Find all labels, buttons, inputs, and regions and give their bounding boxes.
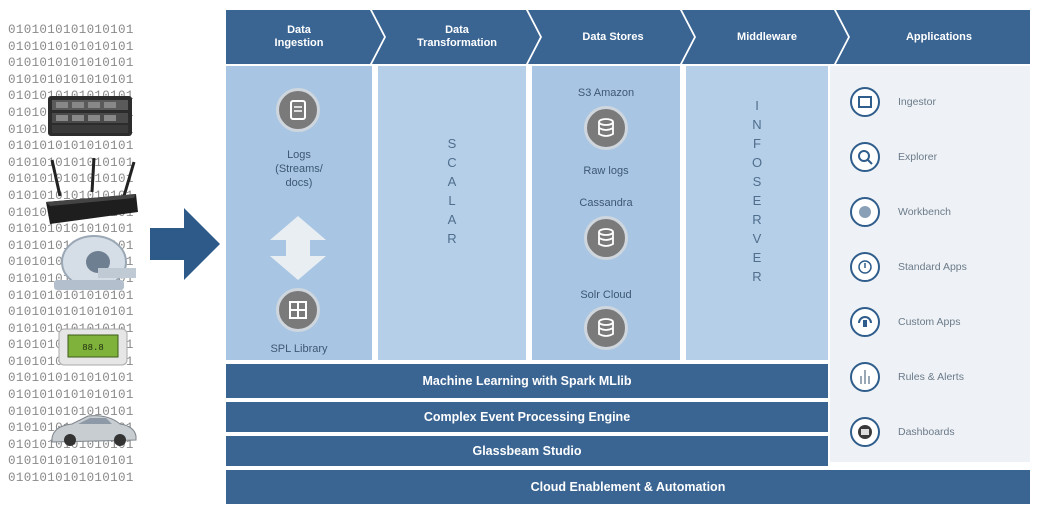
binary-line: 0101010101010101 — [8, 454, 134, 469]
spl-library-label: SPL Library — [270, 343, 328, 355]
app-item[interactable]: Ingestor — [850, 84, 936, 120]
app-item[interactable]: Dashboards — [850, 414, 955, 450]
header-bar — [226, 10, 1030, 64]
binary-line: 0101010101010101 — [8, 371, 134, 386]
binary-line: 0101010101010101 — [8, 471, 134, 486]
vertical-letter: C — [447, 155, 457, 170]
s3-amazon-label: S3 Amazon — [577, 87, 635, 99]
column-ingestion: Logs(Streams/docs) SPL Library — [226, 66, 372, 360]
app-item[interactable]: Rules & Alerts — [850, 359, 964, 395]
app-item[interactable]: Standard Apps — [850, 249, 967, 285]
rules-alerts-icon — [850, 362, 880, 392]
svg-text:88.8: 88.8 — [82, 343, 104, 353]
logs-document-icon — [276, 88, 320, 132]
bidirectional-arrow-icon — [270, 216, 326, 280]
database-icon — [584, 306, 628, 350]
dashboards-icon — [850, 417, 880, 447]
binary-line: 0101010101010101 — [8, 155, 134, 170]
binary-line: 0101010101010101 — [8, 56, 134, 71]
thermostat-icon: 88.8 — [58, 328, 128, 366]
binary-line: 0101010101010101 — [8, 404, 134, 419]
library-grid-icon — [276, 288, 320, 332]
raw-logs-label: Raw logs — [583, 165, 629, 177]
vertical-letter: R — [447, 231, 457, 246]
app-label: Dashboards — [898, 426, 955, 438]
vertical-letter: L — [448, 193, 456, 208]
app-label: Standard Apps — [898, 261, 967, 273]
column-data-stores: S3 Amazon Raw logs Cassandra Solr Cloud — [532, 66, 680, 360]
solr-cloud-label: Solr Cloud — [580, 289, 632, 301]
header-applications: Applications — [905, 30, 972, 43]
ingestor-icon — [850, 87, 880, 117]
database-icon — [584, 106, 628, 150]
vertical-letter: F — [753, 136, 761, 151]
data-flow-arrow-icon — [150, 208, 220, 280]
server-icon — [48, 96, 132, 136]
car-icon — [51, 415, 137, 446]
binary-line: 0101010101010101 — [8, 222, 134, 237]
app-item[interactable]: Custom Apps — [850, 304, 960, 340]
app-label: Ingestor — [898, 96, 936, 108]
cassandra-label: Cassandra — [579, 197, 633, 209]
binary-line: 0101010101010101 — [8, 39, 134, 54]
vertical-letter: E — [752, 250, 762, 265]
vertical-letter: E — [752, 193, 762, 208]
binary-line: 0101010101010101 — [8, 139, 134, 154]
mri-scanner-icon — [54, 235, 136, 290]
band-glassbeam-studio: Glassbeam Studio — [226, 436, 828, 466]
vertical-letter: A — [447, 212, 457, 227]
app-label: Rules & Alerts — [898, 371, 964, 383]
vertical-letter: R — [752, 212, 762, 227]
database-icon — [584, 216, 628, 260]
binary-line: 0101010101010101 — [8, 288, 134, 303]
vertical-letter: O — [751, 155, 763, 170]
vertical-letter: V — [752, 231, 762, 246]
binary-line: 0101010101010101 — [8, 388, 134, 403]
app-item[interactable]: Workbench — [850, 194, 951, 230]
vertical-letter: I — [755, 98, 759, 113]
binary-line: 0101010101010101 — [8, 305, 134, 320]
workbench-icon — [850, 197, 880, 227]
app-label: Explorer — [898, 151, 938, 163]
vertical-letter: S — [447, 136, 457, 151]
binary-line: 0101010101010101 — [8, 172, 134, 187]
app-label: Workbench — [898, 206, 951, 218]
vertical-letter: R — [752, 269, 762, 284]
header-data-stores: Data Stores — [582, 30, 644, 43]
standard-apps-icon — [850, 252, 880, 282]
vertical-letter: N — [752, 117, 762, 132]
header-middleware: Middleware — [737, 30, 797, 43]
band-complex-event-processing: Complex Event Processing Engine — [226, 402, 828, 432]
explorer-icon — [850, 142, 880, 172]
band-cloud-enablement: Cloud Enablement & Automation — [226, 470, 1030, 504]
vertical-letter: S — [752, 174, 762, 189]
binary-line: 0101010101010101 — [8, 23, 134, 37]
custom-apps-icon — [850, 307, 880, 337]
binary-line: 0101010101010101 — [8, 72, 134, 87]
vertical-letter: A — [447, 174, 457, 189]
logs-label: Logs(Streams/docs) — [275, 149, 323, 189]
app-label: Custom Apps — [898, 316, 961, 328]
app-item[interactable]: Explorer — [850, 139, 937, 175]
band-machine-learning: Machine Learning with Spark MLlib — [226, 364, 828, 398]
router-icon — [46, 157, 138, 224]
